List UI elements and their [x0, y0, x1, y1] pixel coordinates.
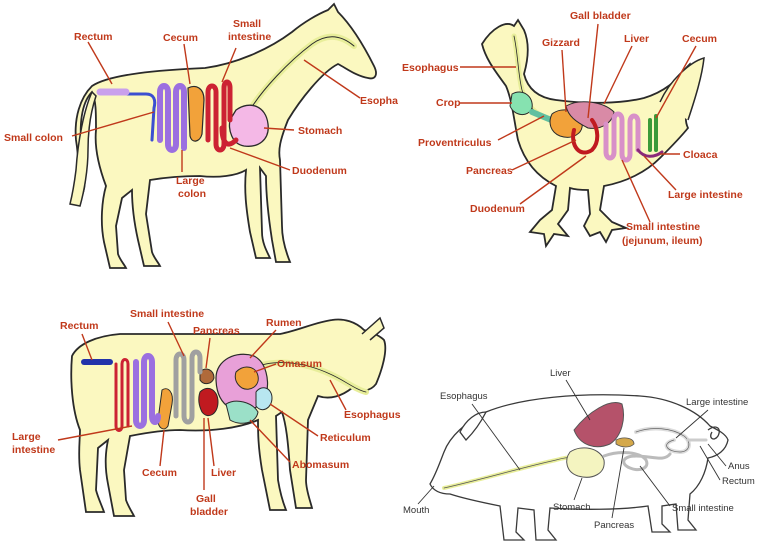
- chicken-label-large-intestine: Large intestine: [668, 189, 743, 201]
- cow-liver: [199, 388, 218, 415]
- pig-label-rectum: Rectum: [722, 476, 755, 487]
- horse-label-large-colon-1: Large: [176, 175, 205, 187]
- chicken-label-small-intestine-1: Small intestine: [626, 221, 700, 233]
- pig-label-anus: Anus: [728, 461, 750, 472]
- horse-label-large-colon-2: colon: [178, 188, 206, 200]
- chicken-label-cecum: Cecum: [682, 33, 717, 45]
- cow-label-esophagus: Esophagus: [344, 409, 401, 421]
- cow-label-pancreas: Pancreas: [193, 325, 240, 337]
- pig-label-mouth: Mouth: [403, 505, 429, 516]
- cow-label-omasum: Omasum: [277, 358, 322, 370]
- pig-label-pancreas: Pancreas: [594, 520, 634, 531]
- horse-label-cecum: Cecum: [163, 32, 198, 44]
- pig-label-small-intestine: Small intestine: [672, 503, 734, 514]
- chicken-label-crop: Crop: [436, 97, 461, 109]
- pig-label-liver: Liver: [550, 368, 571, 379]
- pig-pancreas: [616, 438, 634, 447]
- chicken-label-pancreas: Pancreas: [466, 165, 513, 177]
- cow-diagram: [71, 318, 385, 516]
- pig-label-large-intestine: Large intestine: [686, 397, 748, 408]
- horse-cecum: [188, 87, 204, 142]
- cow-label-gall-bladder-2: bladder: [190, 506, 228, 518]
- pig-stomach: [567, 448, 604, 477]
- chicken-label-duodenum: Duodenum: [470, 203, 525, 215]
- chicken-label-gizzard: Gizzard: [542, 37, 580, 49]
- horse-label-rectum: Rectum: [74, 31, 113, 43]
- cow-label-rectum: Rectum: [60, 320, 99, 332]
- horse-label-small-colon: Small colon: [4, 132, 63, 144]
- chicken-label-small-intestine-2: (jejunum, ileum): [622, 235, 703, 247]
- horse-label-small-intestine-2: intestine: [228, 31, 271, 43]
- cow-label-gall-bladder-1: Gall: [196, 493, 216, 505]
- chicken-label-cloaca: Cloaca: [683, 149, 718, 161]
- chicken-label-esophagus: Esophagus: [402, 62, 459, 74]
- cow-body: [71, 319, 385, 516]
- chicken-label-gall-bladder: Gall bladder: [570, 10, 631, 22]
- cow-label-rumen: Rumen: [266, 317, 302, 329]
- cow-omasum: [235, 367, 258, 389]
- horse-label-small-intestine-1: Small: [233, 18, 261, 30]
- cow-label-reticulum: Reticulum: [320, 432, 371, 444]
- pig-diagram: [430, 395, 728, 540]
- cow-reticulum: [256, 388, 272, 410]
- cow-label-large-intestine-1: Large: [12, 431, 41, 443]
- cow-label-cecum: Cecum: [142, 467, 177, 479]
- cow-label-liver: Liver: [211, 467, 236, 479]
- horse-label-duodenum: Duodenum: [292, 165, 347, 177]
- pig-label-stomach: Stomach: [553, 502, 591, 513]
- chicken-label-proventriculus: Proventriculus: [418, 137, 492, 149]
- cow-label-large-intestine-2: intestine: [12, 444, 55, 456]
- horse-label-stomach: Stomach: [298, 125, 342, 137]
- horse-label-esophagus: Esopha: [360, 95, 398, 107]
- pig-label-esophagus: Esophagus: [440, 391, 488, 402]
- cow-label-abomasum: Abomasum: [292, 459, 349, 471]
- cow-label-small-intestine: Small intestine: [130, 308, 204, 320]
- chicken-label-liver: Liver: [624, 33, 649, 45]
